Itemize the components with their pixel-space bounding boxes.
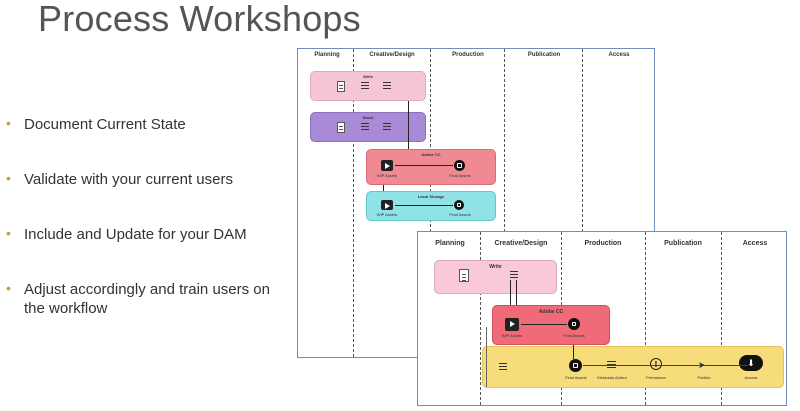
bullet-text: Validate with your current users	[24, 171, 233, 188]
list-icon	[361, 123, 369, 132]
lane-divider	[480, 232, 481, 405]
slide-title: Process Workshops	[38, 0, 361, 39]
workflow-diagram-future: Planning Creative/Design Production Publ…	[417, 231, 787, 406]
column-header-planning: Planning	[435, 240, 465, 247]
document-icon	[337, 122, 345, 133]
document-icon	[459, 269, 469, 282]
publish-label: Publish	[697, 375, 711, 380]
metadata-added-label: Metadata Added	[597, 375, 627, 380]
metadata-icon	[607, 361, 616, 370]
bullet-dot-icon: •	[6, 115, 11, 131]
column-header-production: Production	[584, 240, 622, 247]
access-label: Access	[744, 375, 758, 380]
final-asset-icon	[454, 200, 464, 210]
permission-icon: !	[650, 358, 662, 370]
lane-divider	[721, 232, 722, 405]
dam-lane-box: Final Assets Metadata Added ! Permission…	[482, 346, 784, 388]
flow-connector	[408, 101, 409, 149]
list-icon	[383, 82, 391, 91]
local-storage-box: Local Storage WIP Assets Final Assets	[366, 191, 496, 221]
document-icon	[337, 81, 345, 92]
write-box-label: Write	[363, 74, 373, 79]
stock-box: Stock	[310, 112, 426, 142]
column-header-creative: Creative/Design	[494, 240, 548, 247]
column-header-publication: Publication	[664, 240, 702, 247]
flow-connector	[486, 327, 487, 387]
bullet-text: Include and Update for your DAM	[24, 226, 247, 243]
bullet-text: Document Current State	[24, 116, 186, 133]
final-asset-icon	[568, 318, 580, 330]
column-header-access: Access	[608, 52, 630, 58]
bullet-text: Adjust accordingly and train users on th…	[24, 281, 270, 317]
flow-connector	[516, 280, 517, 305]
wip-assets-label: WIP Assets	[376, 212, 398, 217]
adobe-cc-box-label: Adobe CC	[538, 309, 564, 315]
flow-arrow	[395, 205, 453, 206]
flow-connector	[510, 280, 511, 305]
lane-divider	[582, 49, 583, 357]
lane-divider	[353, 49, 354, 357]
flow-arrow	[583, 365, 748, 366]
write-box: Write	[310, 71, 426, 101]
bullet-dot-icon: •	[6, 170, 11, 186]
lane-divider	[645, 232, 646, 405]
write-box: Write	[434, 260, 557, 294]
column-header-access: Access	[742, 240, 768, 247]
flow-arrow	[521, 324, 567, 325]
flow-connector	[573, 345, 574, 359]
bullet-dot-icon: •	[6, 225, 11, 241]
adobe-cc-box-label: Adobe CC	[421, 152, 441, 157]
wip-assets-label: WIP Assets	[501, 333, 523, 338]
final-assets-label: Final Assets	[563, 333, 585, 338]
write-box-label: Write	[489, 264, 502, 270]
final-asset-icon	[454, 160, 465, 171]
column-header-creative: Creative/Design	[369, 52, 415, 58]
local-storage-box-label: Local Storage	[417, 194, 445, 199]
list-icon	[383, 123, 391, 132]
video-file-icon	[505, 318, 519, 331]
permission-label: Permission	[646, 375, 666, 380]
lane-divider	[504, 49, 505, 357]
list-icon	[499, 363, 507, 372]
final-asset-icon	[569, 359, 582, 372]
final-assets-label: Final Assets	[449, 212, 471, 217]
flow-arrow	[395, 165, 453, 166]
final-assets-label: Final Assets	[449, 173, 471, 178]
video-file-icon	[381, 160, 393, 171]
column-header-planning: Planning	[314, 52, 340, 58]
flow-connector	[383, 185, 384, 191]
column-header-publication: Publication	[527, 52, 561, 58]
video-file-icon	[381, 200, 393, 210]
list-icon	[510, 271, 518, 280]
cloud-download-icon: ⬇	[739, 355, 763, 371]
list-icon	[361, 82, 369, 91]
adobe-cc-box: Adobe CC WIP Assets Final Assets	[366, 149, 496, 185]
wip-assets-label: WIP Assets	[376, 173, 398, 178]
final-assets-label: Final Assets	[565, 375, 587, 380]
column-header-production: Production	[452, 52, 484, 58]
stock-box-label: Stock	[362, 115, 374, 120]
adobe-cc-box: Adobe CC WIP Assets Final Assets	[492, 305, 610, 345]
bullet-dot-icon: •	[6, 280, 11, 296]
